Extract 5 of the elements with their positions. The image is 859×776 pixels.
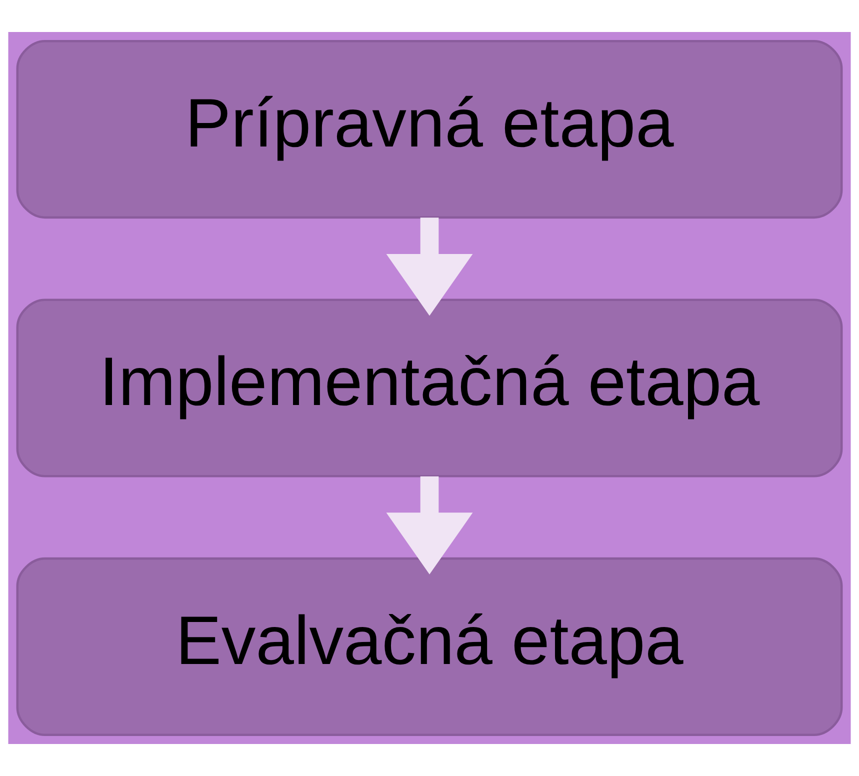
node-box: Implementačná etapa	[16, 298, 843, 478]
arrow	[386, 218, 473, 316]
node-box: Evalvačná etapa	[16, 557, 843, 736]
node-box: Prípravná etapa	[16, 40, 843, 219]
arrow	[386, 476, 473, 574]
